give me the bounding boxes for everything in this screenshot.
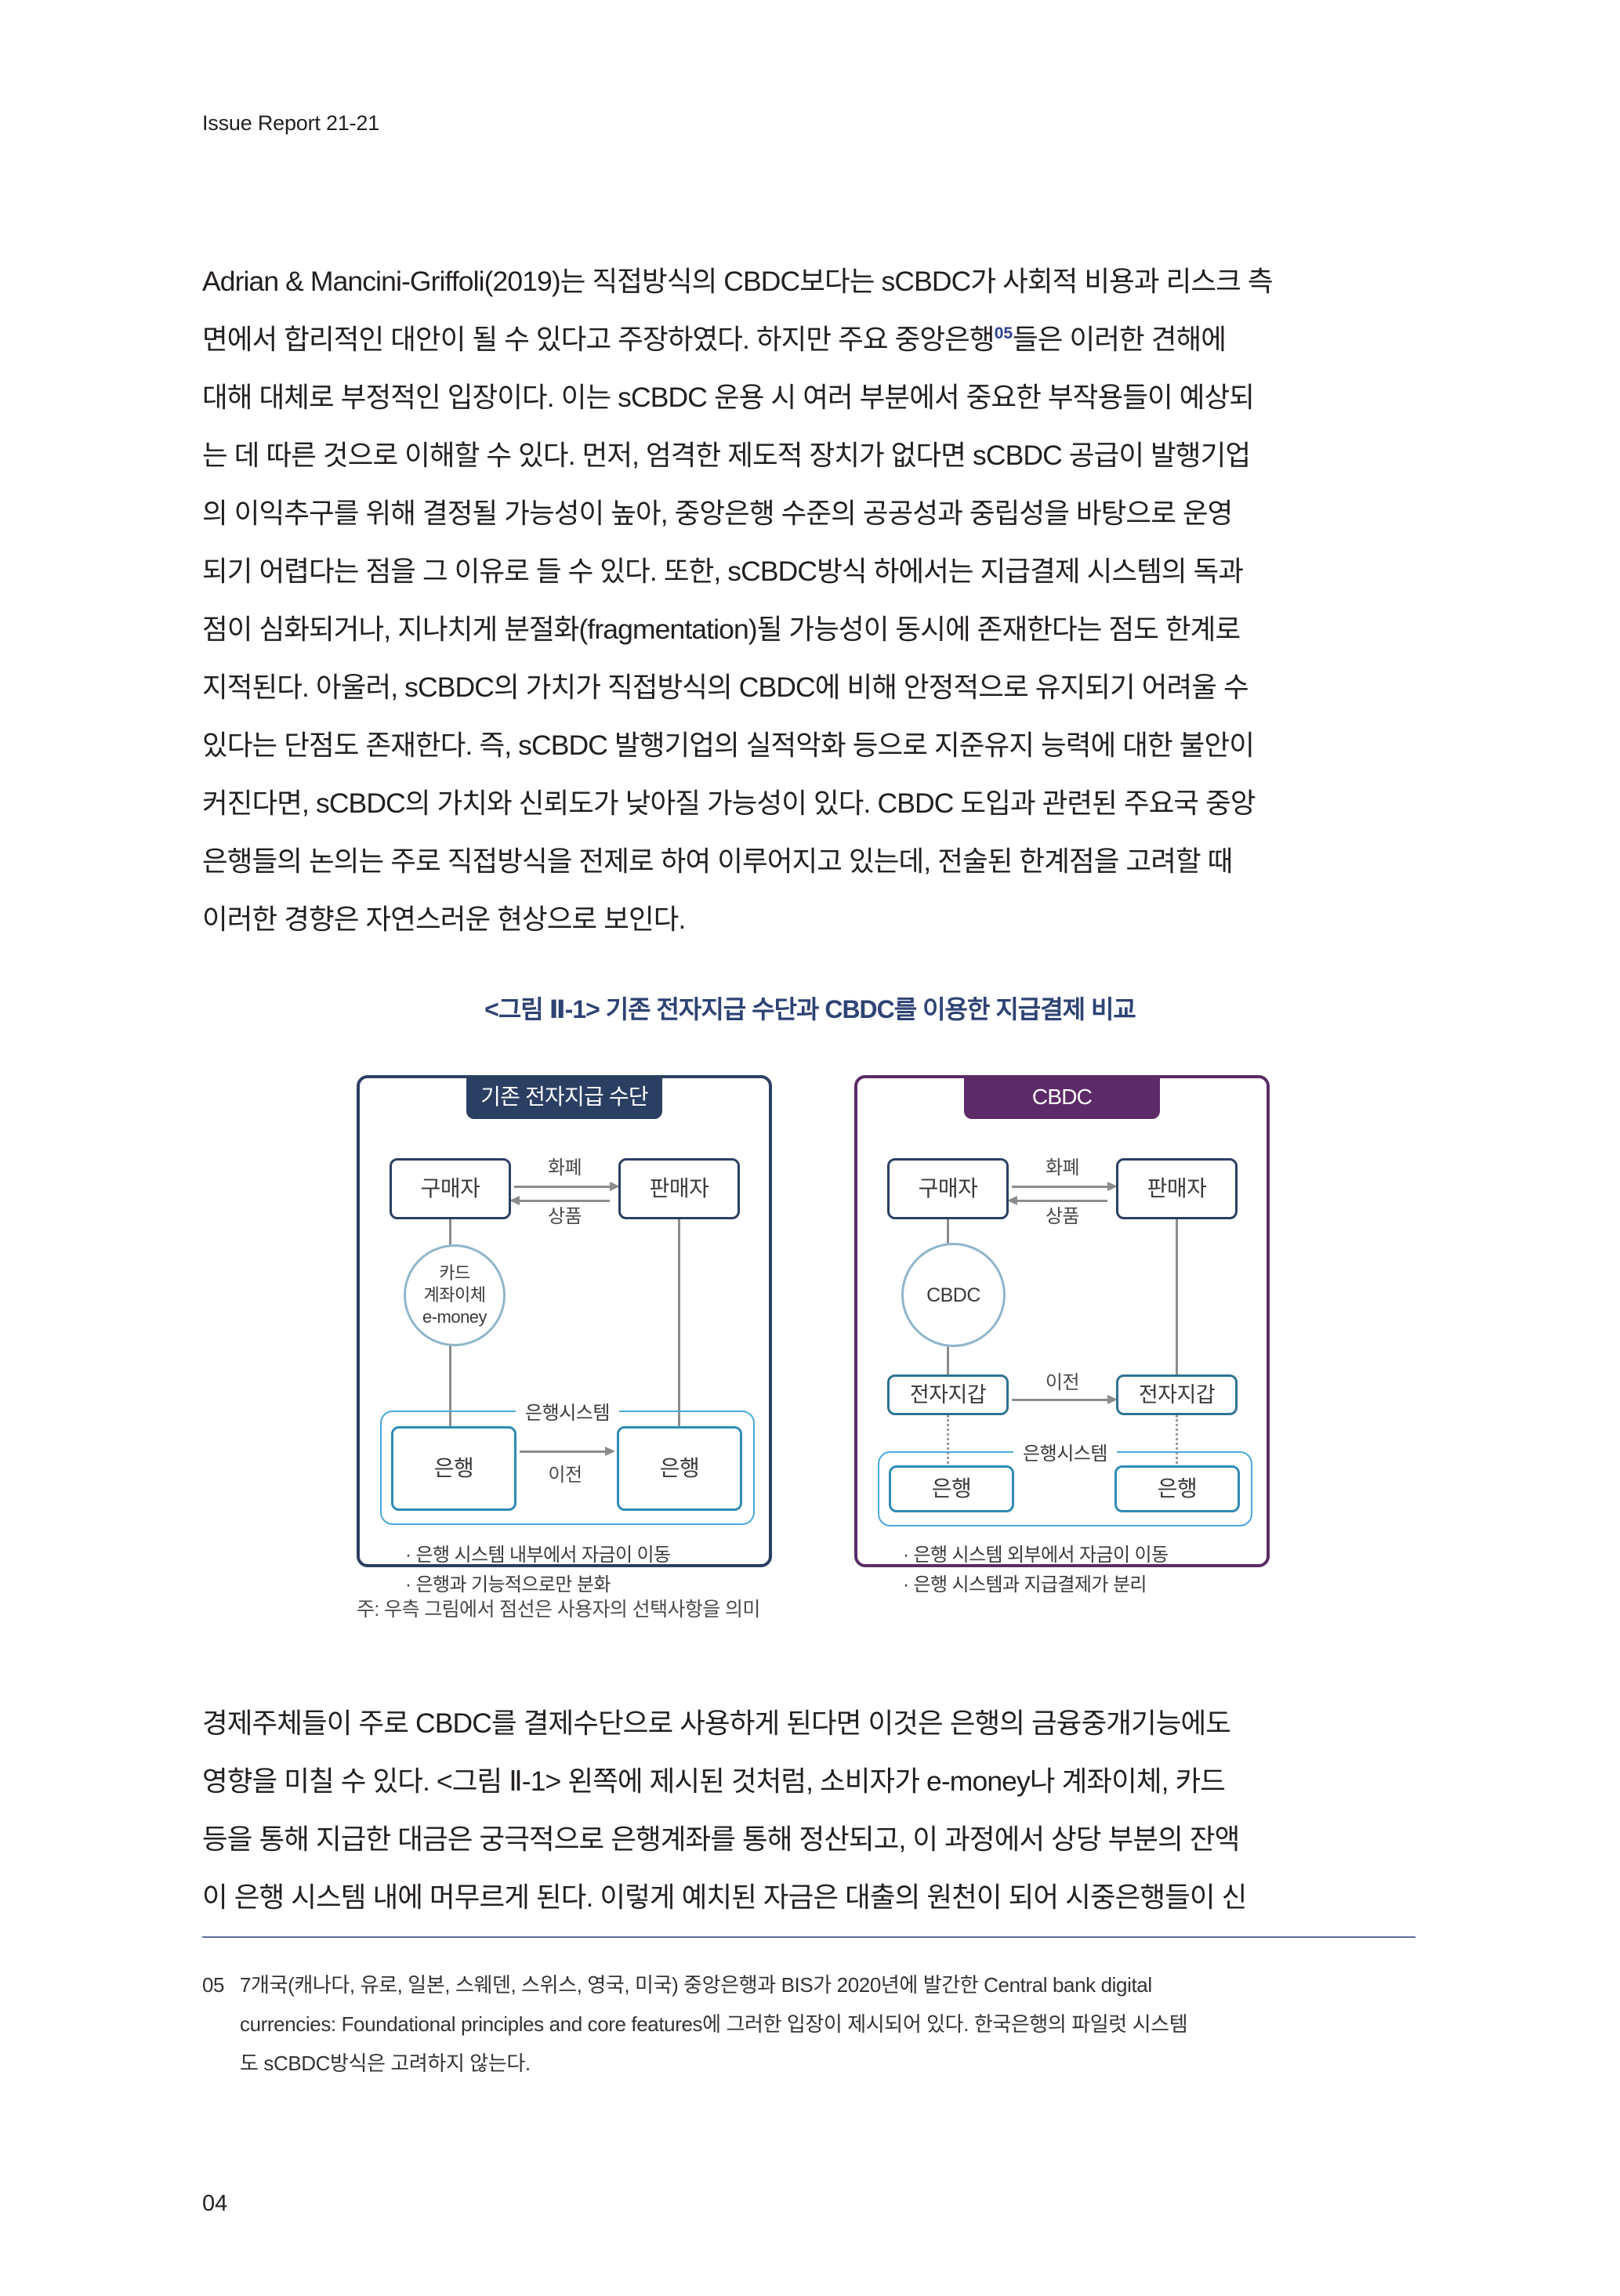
arrow-wallet-transfer-right (1009, 1395, 1118, 1405)
text-line: 는 데 따른 것으로 이해할 수 있다. 먼저, 엄격한 제도적 장치가 없다면… (202, 440, 1251, 471)
text-line: 이러한 경향은 자연스러운 현상으로 보인다. (202, 904, 686, 935)
buyer-box-right: 구매자 (887, 1158, 1009, 1219)
transfer-label-left: 이전 (548, 1465, 582, 1486)
bullet-item-left-1: · 은행 시스템 내부에서 자금이 이동 (405, 1545, 671, 1566)
bullet-item-right-1: · 은행 시스템 외부에서 자금이 이동 (903, 1545, 1169, 1566)
text-line: 점이 심화되거나, 지나치게 분절화(fragmentation)될 가능성이 … (202, 614, 1241, 645)
bank-box-right-1: 은행 (889, 1465, 1014, 1512)
figure-title: <그림 Ⅱ-1> 기존 전자지급 수단과 CBDC를 이용한 지급결제 비교 (484, 995, 1136, 1023)
instrument-circle-right: CBDC (901, 1243, 1006, 1347)
instrument-circle-text-right: CBDC (926, 1284, 980, 1306)
page-number: 04 (202, 2191, 228, 2216)
flow-label-goods-right: 상품 (1045, 1206, 1080, 1227)
instrument-line: 계좌이체 (423, 1285, 486, 1305)
footnote-divider (202, 1936, 1415, 1938)
seller-box-right: 판매자 (1116, 1158, 1238, 1219)
connector-seller-wallet-right (1176, 1219, 1178, 1376)
connector-buyer-circle-left (449, 1219, 451, 1251)
figure-note: 주: 우측 그림에서 점선은 사용자의 선택사항을 의미 (357, 1599, 760, 1621)
panel-tab-label-right: CBDC (964, 1075, 1160, 1119)
bank-transfer-left: 이전 (516, 1440, 615, 1487)
text-line: Adrian & Mancini-Griffoli(2019)는 직접방식의 C… (202, 266, 1273, 297)
footnote-line: 도 sCBDC방식은 고려하지 않는다. (240, 2052, 531, 2075)
wallet-box-right-2: 전자지갑 (1116, 1374, 1238, 1415)
text-line: 면에서 합리적인 대안이 될 수 있다고 주장하였다. 하지만 주요 중앙은행0… (202, 324, 1227, 355)
wallet-transfer-right: 이전 (1009, 1371, 1118, 1412)
paragraph-text-top: Adrian & Mancini-Griffoli(2019)는 직접방식의 C… (202, 252, 1415, 948)
instrument-line: 카드 (439, 1263, 470, 1283)
running-head: Issue Report 21-21 (202, 111, 380, 135)
connector-seller-bank-left (678, 1219, 680, 1428)
connector-circle-bank-left (449, 1342, 451, 1428)
bullet-list-right: · 은행 시스템 외부에서 자금이 이동 · 은행 시스템과 지급결제가 분리 (903, 1541, 1169, 1600)
body-paragraph-top: Adrian & Mancini-Griffoli(2019)는 직접방식의 C… (202, 252, 1415, 948)
bullet-item-right-2: · 은행 시스템과 지급결제가 분리 (903, 1574, 1147, 1595)
text-line: 대해 대체로 부정적인 입장이다. 이는 sCBDC 운용 시 여러 부분에서 … (202, 382, 1255, 413)
wallet-box-right-1: 전자지갑 (887, 1374, 1009, 1415)
arrow-goods-left-left (509, 1196, 618, 1205)
flow-label-money-left: 화폐 (547, 1157, 582, 1179)
footnote-line: 7개국(캐나다, 유로, 일본, 스웨덴, 스위스, 영국, 미국) 중앙은행과… (240, 1973, 1152, 1997)
connector-circle-wallet-right (947, 1345, 949, 1376)
text-line: 지적된다. 아울러, sCBDC의 가치가 직접방식의 CBDC에 비해 안정적… (202, 672, 1249, 703)
instrument-line: e-money (422, 1307, 487, 1327)
arrow-goods-left-right (1007, 1196, 1116, 1205)
bank-system-group-left: 은행시스템 (380, 1397, 755, 1525)
text-line: 의 이익추구를 위해 결정될 가능성이 높아, 중앙은행 수준의 공공성과 중립… (202, 498, 1233, 529)
bank-system-label-left: 은행시스템 (516, 1397, 619, 1425)
bank-box-right-2: 은행 (1114, 1465, 1240, 1512)
bank-box-left-1: 은행 (391, 1426, 516, 1511)
footnote-line: currencies: Foundational principles and … (240, 2012, 1188, 2036)
footnote-marker: 05 (994, 324, 1013, 343)
text-line: 경제주체들이 주로 CBDC를 결제수단으로 사용하게 된다면 이것은 은행의 … (202, 1708, 1231, 1739)
text-line: 되기 어렵다는 점을 그 이유로 들 수 있다. 또한, sCBDC방식 하에서… (202, 556, 1244, 587)
text-line: 은행들의 논의는 주로 직접방식을 전제로 하여 이루어지고 있는데, 전술된 … (202, 846, 1233, 877)
bullet-list-left: · 은행 시스템 내부에서 자금이 이동 · 은행과 기능적으로만 분화 (405, 1541, 671, 1600)
text-line: 커진다면, sCBDC의 가치와 신뢰도가 낮아질 가능성이 있다. CBDC … (202, 788, 1256, 819)
flow-label-goods-left: 상품 (547, 1206, 582, 1227)
connector-wallet-bank-right-1 (947, 1415, 949, 1468)
bank-system-label-right: 은행시스템 (1013, 1438, 1117, 1465)
arrow-money-right-right (1009, 1182, 1118, 1191)
flow-label-money-right: 화폐 (1045, 1157, 1080, 1179)
seller-box-left: 판매자 (618, 1158, 740, 1219)
text-line: 영향을 미칠 수 있다. <그림 Ⅱ-1> 왼쪽에 제시된 것처럼, 소비자가 … (202, 1765, 1226, 1797)
exchange-arrows-right: 화폐 상품 (1007, 1155, 1118, 1227)
bank-system-group-right: 은행시스템 (878, 1438, 1252, 1526)
footnote-number: 05 (202, 1973, 225, 1997)
body-paragraph-bottom: 경제주체들이 주로 CBDC를 결제수단으로 사용하게 된다면 이것은 은행의 … (202, 1694, 1415, 1926)
footnote-block: 05 7개국(캐나다, 유로, 일본, 스웨덴, 스위스, 영국, 미국) 중앙… (202, 1965, 1415, 2083)
panel-tab-label-left: 기존 전자지급 수단 (466, 1075, 662, 1119)
arrow-bank-transfer-left (516, 1447, 615, 1457)
paragraph-text-bottom: 경제주체들이 주로 CBDC를 결제수단으로 사용하게 된다면 이것은 은행의 … (202, 1694, 1415, 1926)
bank-box-left-2: 은행 (617, 1426, 742, 1511)
bullet-item-left-2: · 은행과 기능적으로만 분화 (405, 1574, 611, 1595)
text-line: 이 은행 시스템 내에 머무르게 된다. 이렇게 예치된 자금은 대출의 원천이… (202, 1881, 1247, 1913)
buyer-box-left: 구매자 (390, 1158, 511, 1219)
arrow-money-right-left (511, 1182, 620, 1191)
exchange-arrows-left: 화폐 상품 (509, 1155, 620, 1227)
wallet-transfer-label-right: 이전 (1045, 1372, 1080, 1393)
text-line: 있다는 단점도 존재한다. 즉, sCBDC 발행기업의 실적악화 등으로 지준… (202, 730, 1255, 761)
text-line: 등을 통해 지급한 대금은 궁극적으로 은행계좌를 통해 정산되고, 이 과정에… (202, 1823, 1240, 1855)
figure-panel-cbdc: CBDC 구매자 판매자 화폐 상품 CBDC 전자지갑 (854, 1075, 1270, 1595)
connector-buyer-circle-right (947, 1219, 949, 1248)
footnote-text: 7개국(캐나다, 유로, 일본, 스웨덴, 스위스, 영국, 미국) 중앙은행과… (240, 1965, 1415, 2083)
connector-wallet-bank-right-2 (1176, 1415, 1178, 1468)
